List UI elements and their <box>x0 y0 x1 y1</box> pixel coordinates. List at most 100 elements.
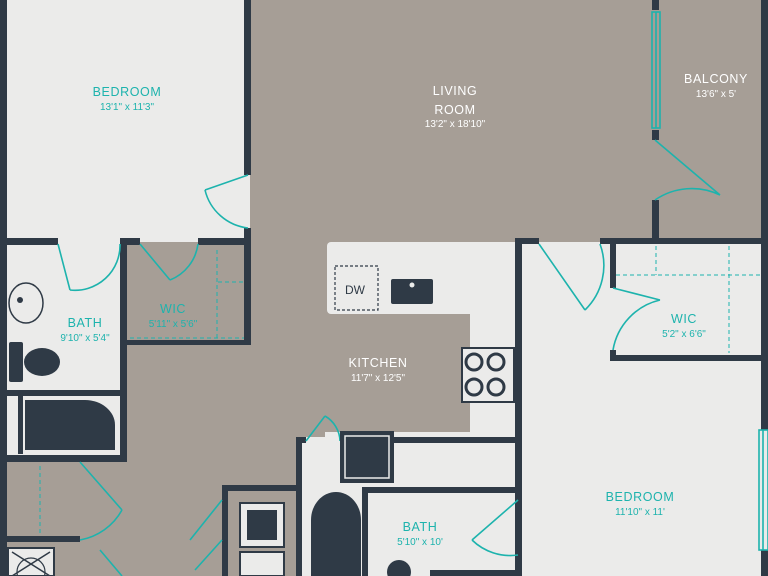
room-name: BATH <box>402 520 438 534</box>
door-swing <box>57 243 121 292</box>
room-name: BALCONY <box>684 72 748 86</box>
wall <box>0 455 127 462</box>
dryer-icon <box>239 551 285 576</box>
wall <box>222 485 228 576</box>
tub-rim <box>18 396 23 454</box>
wall <box>198 238 251 245</box>
wall <box>120 238 140 245</box>
faucet-icon <box>17 297 23 303</box>
room-name: KITCHEN <box>348 356 408 370</box>
kitchen-counter-right <box>470 242 518 437</box>
bathtub-icon <box>311 492 361 576</box>
wall <box>340 437 520 443</box>
door-swing <box>139 243 199 281</box>
hvac-cross <box>11 551 51 576</box>
room-kitchen: KITCHEN 11'7" x 12'5" <box>348 357 407 384</box>
wall <box>515 238 522 576</box>
room-dims: 13'1" x 11'3" <box>99 101 155 113</box>
burner-icon <box>486 377 506 397</box>
room-wic-1: WIC 5'11" x 5'6" <box>149 303 198 330</box>
fixtures <box>7 265 515 576</box>
room-name: WIC <box>159 302 187 316</box>
toilet-bowl-icon <box>24 348 60 376</box>
living-room-floor <box>250 0 655 242</box>
wall <box>761 550 768 576</box>
wall <box>610 238 616 288</box>
door-swing <box>79 461 123 541</box>
door-swing <box>99 549 123 576</box>
wall <box>296 437 302 576</box>
room-dims: 11'7" x 12'5" <box>350 372 406 384</box>
balcony-floor <box>655 0 768 242</box>
closet-shelves <box>39 246 760 534</box>
room-dims: 5'10" x 10' <box>397 536 443 548</box>
wall <box>0 238 58 245</box>
wall <box>296 437 306 443</box>
wall <box>222 485 302 491</box>
room-dims: 11'10" x 11' <box>615 506 665 518</box>
wall <box>430 570 520 576</box>
wall <box>0 0 7 576</box>
room-dims: 9'10" x 5'4" <box>60 332 110 344</box>
burner-icon <box>464 377 484 397</box>
windows <box>651 11 768 551</box>
wall <box>120 238 127 460</box>
sink-icon <box>8 282 44 324</box>
wall <box>0 536 80 542</box>
doors <box>57 139 721 576</box>
faucet-icon <box>409 282 415 288</box>
wall <box>127 340 251 345</box>
burner-icon <box>464 352 484 372</box>
room-dims: 13'2" x 18'10" <box>424 119 486 130</box>
room-bath-2: BATH 5'10" x 10' <box>397 521 443 548</box>
kitchen-island-area <box>300 437 518 487</box>
room-name: ROOM <box>434 102 476 117</box>
room-bath-1: BATH 9'10" x 5'4" <box>60 317 109 344</box>
wall <box>652 130 659 140</box>
dishwasher-icon <box>334 265 379 311</box>
bathtub-icon <box>25 400 115 450</box>
door-swing <box>189 499 223 571</box>
toilet-bowl-icon <box>387 560 411 576</box>
door-swing <box>204 174 249 229</box>
wall <box>761 0 768 430</box>
room-living-room: LIVING ROOM 13'2" x 18'10" <box>425 85 485 130</box>
toilet-tank-icon <box>9 342 23 382</box>
wall <box>600 238 768 244</box>
wall <box>362 487 520 493</box>
room-name: BEDROOM <box>92 85 162 99</box>
hvac-fan-icon <box>16 557 46 576</box>
wall <box>610 350 616 358</box>
hvac-icon <box>7 547 55 576</box>
wall <box>362 487 368 576</box>
room-name: LIVING <box>432 84 478 98</box>
kitchen-sink-icon <box>391 279 433 304</box>
room-wic-2: WIC 5'2" x 6'6" <box>662 313 706 340</box>
room-dims: 5'11" x 5'6" <box>148 318 198 330</box>
room-bedroom-1: BEDROOM 13'1" x 11'3" <box>93 86 162 113</box>
burner-icon <box>486 352 506 372</box>
wall <box>515 238 539 244</box>
dishwasher-label: DW <box>345 283 365 297</box>
wall <box>0 390 127 396</box>
wall <box>652 0 659 10</box>
washer-drum <box>247 510 277 540</box>
room-dims: 5'2" x 6'6" <box>662 328 706 340</box>
room-name: BEDROOM <box>605 490 675 504</box>
door-swing <box>538 243 605 311</box>
room-dims: 13'6" x 5' <box>695 88 737 100</box>
room-balcony: BALCONY 13'6" x 5' <box>684 73 748 100</box>
room-bedroom-2: BEDROOM 11'10" x 11' <box>606 491 675 518</box>
room-name: WIC <box>670 312 698 326</box>
door-swing <box>612 287 661 351</box>
wall <box>244 228 251 342</box>
refrigerator-icon <box>340 431 394 483</box>
wall <box>610 355 768 361</box>
door-swing <box>471 499 519 557</box>
wall <box>652 200 659 242</box>
door-swing <box>654 139 721 201</box>
wall <box>244 0 251 175</box>
room-name: BATH <box>67 316 103 330</box>
